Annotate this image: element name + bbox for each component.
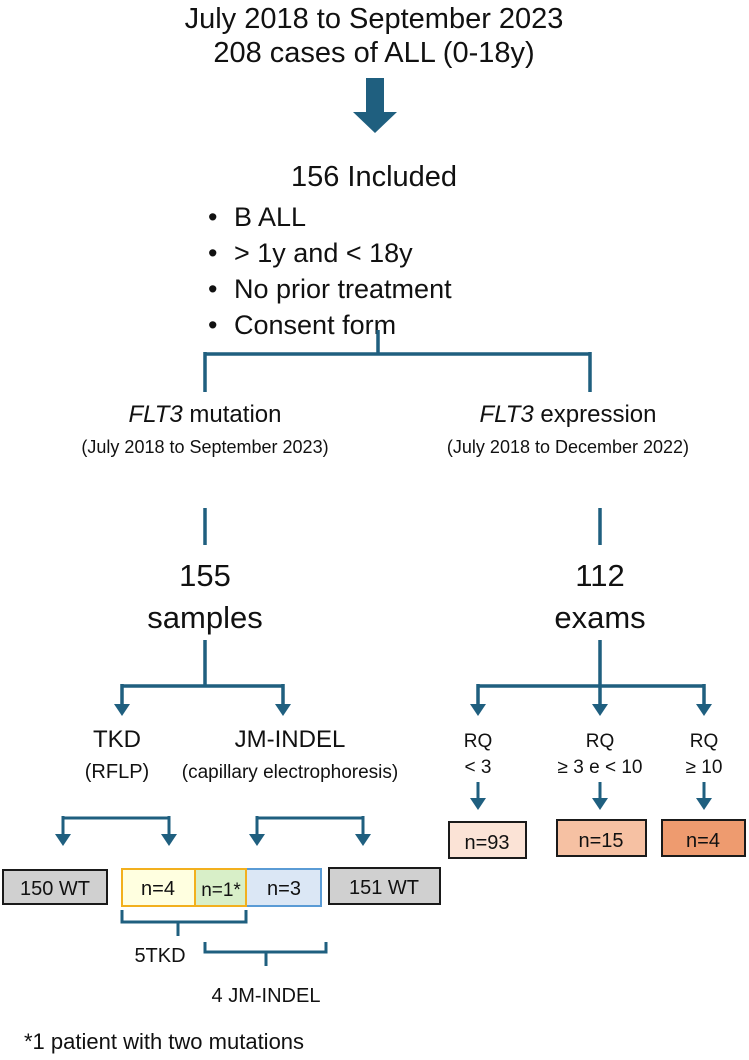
rq2-box-arrowhead — [592, 798, 608, 810]
tkd-summary: 5TKD — [134, 945, 185, 967]
jm-summary-bracket — [203, 942, 328, 966]
mutation-period: (July 2018 to September 2023) — [81, 437, 328, 457]
tkd-wt-count: 150 WT — [20, 878, 90, 900]
rq1-label: RQ — [464, 731, 493, 752]
both-count: n=1* — [201, 880, 241, 901]
tkd-summary-bracket — [120, 910, 248, 936]
rq2-count: n=15 — [578, 830, 623, 852]
rq3-arrowhead — [696, 704, 712, 716]
jm-method: (capillary electrophoresis) — [182, 762, 398, 783]
tkd-pos-count: n=4 — [141, 878, 175, 900]
rq2-arrowhead — [592, 704, 608, 716]
criteria-item: Consent form — [234, 310, 396, 340]
rq1-box-arrowhead — [470, 798, 486, 810]
rq1-box — [448, 821, 527, 859]
rq3-range: ≥ 10 — [686, 757, 723, 778]
rq-arrows-lines — [476, 782, 706, 800]
included-title: 156 Included — [291, 161, 457, 193]
both-box — [194, 868, 247, 907]
criteria-bullet: • — [208, 202, 217, 232]
header-line2: 208 cases of ALL (0-18y) — [213, 37, 534, 69]
jm-summary: 4 JM-INDEL — [212, 985, 321, 1007]
jm-pos-arrowhead — [249, 834, 265, 846]
expression-period: (July 2018 to December 2022) — [447, 437, 689, 457]
rq3-box-arrowhead — [696, 798, 712, 810]
jm-arrowhead — [275, 704, 291, 716]
criteria-bullet: • — [208, 274, 217, 304]
exams-split-connector — [476, 640, 706, 706]
rq1-arrowhead — [470, 704, 486, 716]
rq1-range: < 3 — [465, 757, 492, 778]
expression-title: FLT3 expression — [480, 401, 657, 428]
criteria-list: • B ALL • > 1y and < 18y • No prior trea… — [208, 202, 452, 340]
criteria-item: No prior treatment — [234, 274, 452, 304]
header-line1: July 2018 to September 2023 — [185, 3, 564, 35]
tkd-arrowhead — [114, 704, 130, 716]
exams-count: 112 — [575, 558, 624, 593]
rq2-box — [556, 819, 647, 857]
jm-pos-count: n=3 — [267, 878, 301, 900]
tkd-split-connector — [61, 816, 171, 836]
jm-wt-arrowhead — [355, 834, 371, 846]
tkd-label: TKD — [93, 726, 141, 753]
samples-label: samples — [147, 600, 262, 635]
exams-label: exams — [554, 600, 645, 635]
jm-wt-box — [328, 867, 441, 905]
tkd-method: (RFLP) — [85, 761, 149, 783]
mutation-title: FLT3 mutation — [129, 401, 282, 428]
criteria-bullet: • — [208, 310, 217, 340]
samples-split-connector — [120, 640, 285, 706]
rq3-count: n=4 — [686, 830, 720, 852]
rq1-count: n=93 — [464, 832, 509, 854]
criteria-item: > 1y and < 18y — [234, 238, 413, 268]
jm-label: JM-INDEL — [235, 726, 346, 753]
criteria-item: B ALL — [234, 202, 306, 232]
criteria-bullet: • — [208, 238, 217, 268]
jm-wt-count: 151 WT — [349, 877, 419, 899]
rq2-label: RQ — [586, 731, 615, 752]
footnote: *1 patient with two mutations — [24, 1029, 304, 1054]
rq2-range: ≥ 3 e < 10 — [558, 757, 643, 778]
samples-count: 155 — [179, 558, 231, 593]
split-connector — [203, 330, 592, 392]
rq3-box — [661, 819, 746, 857]
tkd-wt-box — [2, 869, 108, 905]
rq3-label: RQ — [690, 731, 719, 752]
tkd-wt-arrowhead — [55, 834, 71, 846]
jm-split-connector — [255, 816, 365, 836]
tkd-pos-arrowhead — [161, 834, 177, 846]
big-down-arrow — [353, 78, 397, 133]
